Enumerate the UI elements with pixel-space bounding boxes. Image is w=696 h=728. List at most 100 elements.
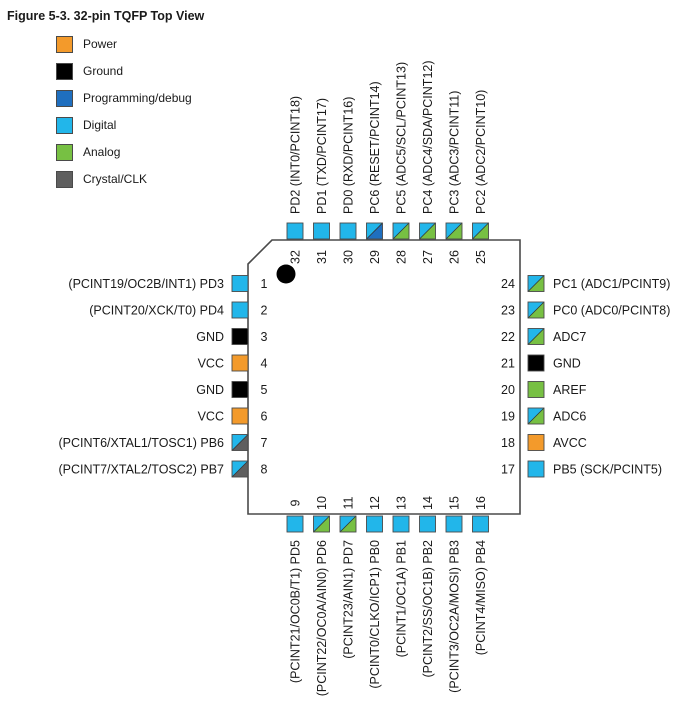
pin-16-marker [472,515,489,533]
pin-16-number: 16 [474,496,488,510]
pin-20-marker [527,381,545,398]
pin-3-marker [231,328,249,345]
pin-2-marker [231,301,249,319]
pin-14-marker [419,515,436,533]
pin-24-label: PC1 (ADC1/PCINT9) [553,277,670,291]
pin-26-label: PC3 (ADC3/PCINT11) [448,91,462,214]
pin-17-marker [527,460,545,478]
pin-29-label: PC6 (RESET/PCINT14) [368,81,382,214]
pin-27-label: PC4 (ADC4/SDA/PCINT12) [421,60,435,214]
pin-28-marker [392,222,410,240]
legend-swatch-programming [56,90,73,107]
pin-27-marker [419,222,436,240]
pin-30-number: 30 [342,250,356,264]
pin-24-number: 24 [501,277,515,291]
pin-7-number: 7 [261,436,268,450]
pin-31-number: 31 [315,250,329,264]
pin-26-number: 26 [448,250,462,264]
pin-8-number: 8 [261,463,268,477]
pin-32-number: 32 [289,250,303,264]
pin-9-marker [286,515,304,533]
pin-32-label: PD2 (INT0/PCINT18) [289,96,303,214]
legend-swatch-ground [56,63,73,80]
pin-15-number: 15 [448,496,462,510]
legend-label-power: Power [83,37,118,51]
legend-label-programming: Programming/debug [83,91,192,105]
legend-label-digital: Digital [83,118,117,132]
pin-1-number: 1 [261,277,268,291]
pin-28-label: PC5 (ADC5/SCL/PCINT13) [395,62,409,214]
legend-swatch-crystal [56,171,73,188]
pin-4-label: VCC [198,357,224,371]
pin-18-label: AVCC [553,436,587,450]
pin-27-number: 27 [421,250,435,264]
legend-label-crystal: Crystal/CLK [83,172,148,186]
pin-4-marker [231,354,249,372]
pin-17-number: 17 [501,463,515,477]
pin-1-label: (PCINT19/OC2B/INT1) PD3 [68,277,224,291]
pin-7-label: (PCINT6/XTAL1/TOSC1) PB6 [58,436,224,450]
pin-32-marker [286,222,304,240]
pin-11-number: 11 [342,496,356,509]
pin-15-label: (PCINT3/OC2A/MOSI) PB3 [448,540,462,693]
pin-8-label: (PCINT7/XTAL2/TOSC2) PB7 [58,463,224,477]
pin-19-number: 19 [501,410,515,424]
pin-8-marker [231,460,249,478]
pin-5-marker [231,381,249,398]
pin-24-marker [527,275,545,292]
pin-30-marker [339,222,357,240]
pin-5-label: GND [196,383,224,397]
pin-16-label: (PCINT4/MISO) PB4 [474,540,488,655]
chip-body [247,239,521,515]
pin-25-marker [472,222,489,240]
pin-13-number: 13 [395,496,409,510]
figure-title: Figure 5-3. 32-pin TQFP Top View [7,9,205,23]
pin-19-label: ADC6 [553,410,586,424]
pin-19-marker [527,407,545,425]
pin-22-label: ADC7 [553,330,586,344]
pin-23-marker [527,301,545,319]
pin-18-marker [527,434,545,451]
legend-swatch-power [56,36,73,53]
pins-layer: 1 (PCINT19/OC2B/INT1) PD3 2 (PCINT20/XCK/T0… [58,60,670,696]
pin-12-marker [366,515,383,533]
pin1-indicator-dot [276,264,296,284]
pin-26-marker [445,222,463,240]
pin-3-number: 3 [261,330,268,344]
legend-swatch-digital [56,117,73,134]
pin-20-number: 20 [501,383,515,397]
pin-21-label: GND [553,357,581,371]
pin-10-number: 10 [315,496,329,510]
pin-21-number: 21 [501,357,515,371]
pin-12-label: (PCINT0/CLKO/ICP1) PB0 [368,540,382,689]
pin-9-label: (PCINT21/OC0B/T1) PD5 [289,540,303,683]
pin-28-number: 28 [395,250,409,264]
pin-2-number: 2 [261,304,268,318]
pin-29-marker [366,222,383,240]
pin-6-marker [231,407,249,425]
pin-29-number: 29 [368,250,382,264]
pin-4-number: 4 [261,357,268,371]
pin-17-label: PB5 (SCK/PCINT5) [553,463,662,477]
pin-14-number: 14 [421,496,435,510]
pin-1-marker [231,275,249,292]
pin-30-label: PD0 (RXD/PCINT16) [342,97,356,214]
pin-21-marker [527,354,545,372]
pin-11-label: (PCINT23/AIN1) PD7 [342,540,356,659]
pin-25-number: 25 [474,250,488,264]
pin-23-label: PC0 (ADC0/PCINT8) [553,304,670,318]
pin-18-number: 18 [501,436,515,450]
pin-14-label: (PCINT2/SS/OC1B) PB2 [421,540,435,678]
pin-10-label: (PCINT22/OC0A/AIN0) PD6 [315,540,329,696]
pin-12-number: 12 [368,496,382,510]
pin-6-label: VCC [198,410,224,424]
pin-10-marker [313,515,330,533]
pin-22-number: 22 [501,330,515,344]
pin-20-label: AREF [553,383,587,397]
pin-5-number: 5 [261,383,268,397]
pin-22-marker [527,328,545,345]
pin-6-number: 6 [261,410,268,424]
pin-3-label: GND [196,330,224,344]
pin-2-label: (PCINT20/XCK/T0) PD4 [89,304,224,318]
